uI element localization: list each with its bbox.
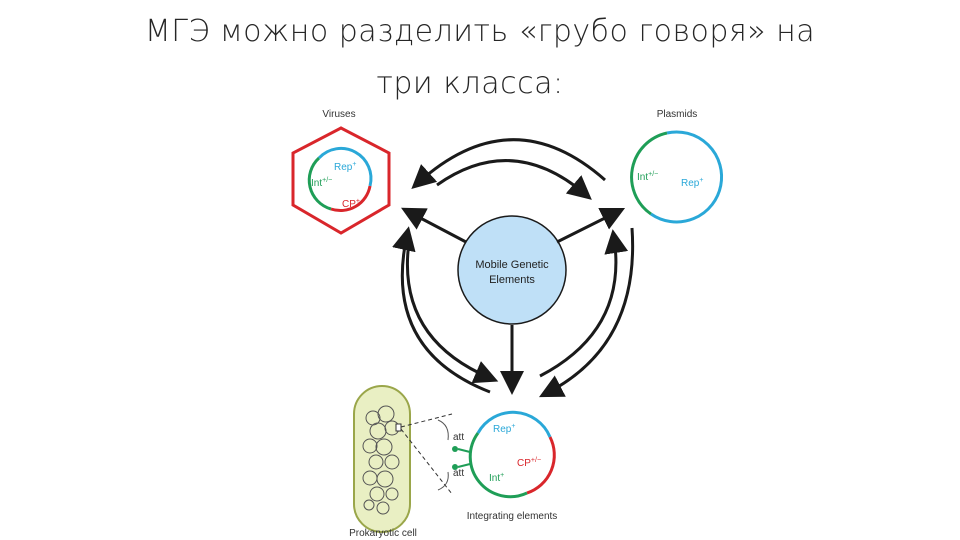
- viruses-int-label: Int+/−: [311, 177, 332, 189]
- integrating-cp-arc: [526, 436, 556, 495]
- integrating-elements-group: att att Rep+ CP+/− Int+ Integrating elem…: [437, 410, 558, 522]
- arrow-plasmids-to-viruses-outer: [411, 138, 606, 190]
- plasmids-int-arc: [630, 131, 668, 216]
- integrating-rep-label: Rep+: [493, 423, 515, 435]
- insertion-site-marker: [395, 423, 402, 432]
- arrow-viruses-to-plasmids-inner: [436, 159, 592, 200]
- nucleoid: [362, 405, 400, 515]
- cycle-arrows: [392, 138, 635, 398]
- prokaryotic-cell-group: Prokaryotic cell: [349, 385, 453, 539]
- prokaryotic-cell-label: Prokaryotic cell: [349, 528, 417, 539]
- center-label-line2: Elements: [489, 274, 535, 286]
- viruses-cp-arc: [330, 185, 372, 213]
- slide-title-line2: три класса:: [376, 66, 564, 101]
- integrating-cp-label: CP+/−: [517, 457, 541, 469]
- arrow-integrating-to-viruses-outer: [392, 226, 491, 394]
- att-site-1: [452, 446, 458, 452]
- viral-capsid: [291, 126, 391, 235]
- viruses-cp-label: CP+: [342, 198, 360, 210]
- att-label-1: att: [453, 432, 464, 443]
- bracket-bottom: [437, 471, 449, 491]
- viruses-rep-arc: [317, 146, 373, 187]
- slide-title-line1: МГЭ можно разделить «грубо говоря» на: [144, 14, 816, 49]
- integrating-rep-arc: [476, 410, 552, 438]
- integrating-elements-label: Integrating elements: [467, 511, 558, 522]
- bracket-top: [437, 419, 449, 441]
- arrow-center-to-plasmids: [556, 207, 626, 244]
- integrating-int-arc: [468, 432, 528, 499]
- att-site-2: [452, 464, 458, 470]
- att-label-2: att: [453, 468, 464, 479]
- viruses-group: Viruses Rep+ Int+/− CP+: [291, 109, 391, 235]
- center-node: Mobile Genetic Elements: [457, 215, 567, 325]
- arrow-viruses-to-integrating-inner: [405, 241, 499, 384]
- plasmids-int-label: Int+/−: [637, 171, 658, 183]
- plasmids-rep-label: Rep+: [681, 177, 703, 189]
- viruses-label: Viruses: [322, 109, 355, 120]
- integrating-int-label: Int+: [489, 472, 504, 484]
- arrow-integrating-to-plasmids-inner: [539, 229, 629, 378]
- plasmids-rep-arc: [650, 130, 724, 224]
- center-arrows: [401, 207, 626, 395]
- viruses-rep-label: Rep+: [334, 161, 356, 173]
- plasmids-group: Plasmids Int+/− Rep+: [630, 109, 724, 224]
- arrow-center-to-viruses: [401, 207, 467, 244]
- center-label-line1: Mobile Genetic: [475, 259, 549, 271]
- plasmids-label: Plasmids: [657, 109, 698, 120]
- viruses-int-arc: [307, 156, 332, 211]
- arrow-plasmids-to-integrating-outer: [539, 227, 635, 398]
- zoom-line-top: [400, 413, 453, 428]
